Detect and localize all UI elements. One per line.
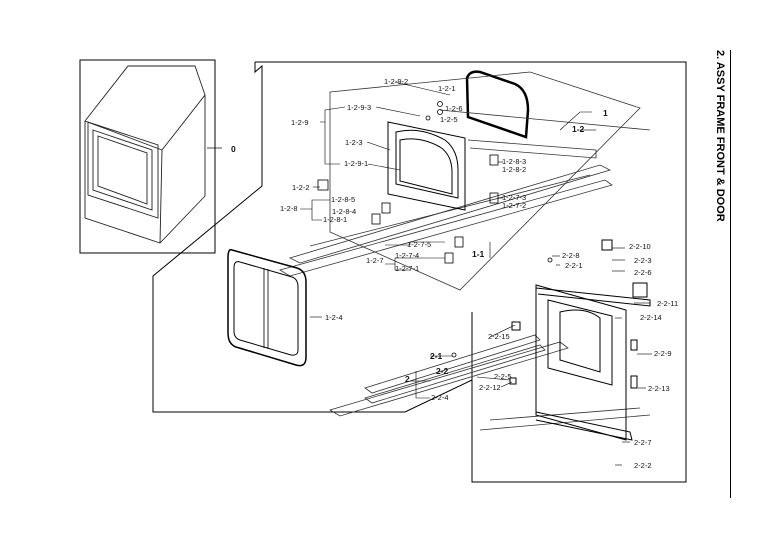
section-title: 2. ASSY FRAME FRONT & DOOR	[714, 50, 726, 222]
part-label: 1-2-8-5	[331, 195, 356, 204]
overview-box	[79, 59, 216, 254]
leader-lines	[300, 81, 652, 466]
part-label: 1-2-8-1	[323, 215, 348, 224]
part-label: 1-2-4	[325, 313, 343, 322]
part-label: 2-2-14	[640, 313, 662, 322]
part-label: 1-2	[572, 124, 585, 134]
front-frame	[509, 239, 651, 441]
part-label: 2-2-11	[657, 299, 679, 308]
part-label: 1-2-9-2	[384, 77, 409, 86]
part-label: 1-2-7-4	[395, 251, 420, 260]
part-label: 1-2-5	[440, 115, 458, 124]
part-label: 1-2-7	[366, 256, 384, 265]
part-label: 2-2-8	[562, 251, 580, 260]
part-label: 1-2-3	[345, 138, 363, 147]
part-label: 2-2-13	[648, 384, 670, 393]
part-label: 2-2-9	[654, 349, 672, 358]
part-label: 1-2-8-3	[502, 157, 527, 166]
part-label: 1-2-9-1	[344, 159, 369, 168]
part-label: 1-2-7-2	[502, 201, 527, 210]
title-rule	[730, 50, 731, 498]
part-label: 2-2-12	[479, 383, 501, 392]
part-label: 1-2-8	[280, 204, 298, 213]
main-frame-outline	[255, 61, 687, 232]
part-label: 1-2-9-3	[347, 103, 372, 112]
part-label: 2-2-7	[634, 438, 652, 447]
part-label: 2-2-1	[565, 261, 583, 270]
part-label: 2-2-2	[634, 461, 652, 470]
part-label: 2-1	[430, 351, 443, 361]
part-label: 2	[405, 374, 410, 384]
door-gasket	[465, 70, 530, 139]
part-label: 2-2	[436, 366, 449, 376]
part-label: 1-2-7-5	[407, 240, 432, 249]
part-label: 2-2-3	[634, 256, 652, 265]
part-label: 1-2-9	[291, 118, 309, 127]
part-label: 1-2-8-2	[502, 165, 527, 174]
part-label: 2-2-10	[629, 242, 651, 251]
part-label: 0	[231, 144, 236, 154]
part-label: 1-1	[472, 249, 485, 259]
part-label: 2-2-15	[488, 332, 510, 341]
part-label: 2-2-6	[634, 268, 652, 277]
inner-door-frame	[387, 121, 466, 211]
frame-rails	[278, 71, 651, 431]
part-label: 1-2-7-3	[502, 193, 527, 202]
dryer-icon	[84, 65, 206, 244]
part-label: 1-2-6	[445, 104, 463, 113]
part-label: 2-2-5	[494, 372, 512, 381]
part-label: 2-2-4	[431, 393, 449, 402]
part-label: 1-2-8-4	[332, 207, 357, 216]
part-label: 1-2-1	[438, 84, 456, 93]
part-label: 1	[603, 108, 608, 118]
part-label: 1-2-2	[292, 183, 310, 192]
part-label: 1-2-7-1	[395, 264, 420, 273]
outer-door	[227, 248, 307, 367]
